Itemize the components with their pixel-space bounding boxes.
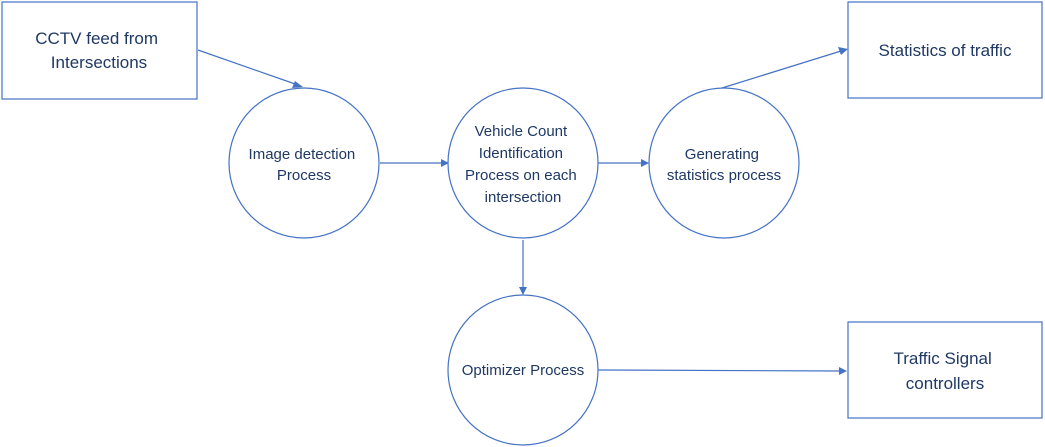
node-image-detection-line-1: Image detection: [249, 146, 356, 163]
node-vehicle-count-line-4: intersection: [485, 189, 562, 206]
node-traffic-signal-controllers-line-1: Traffic Signal: [894, 349, 992, 368]
node-generating-statistics-line-1: Generating: [685, 146, 759, 163]
edges: [197, 47, 848, 375]
node-traffic-signal-controllers: Traffic Signal controllers: [847, 321, 1043, 419]
node-statistics-of-traffic: Statistics of traffic: [847, 1, 1043, 99]
node-image-detection-label: Image detection Process: [249, 146, 360, 184]
node-optimizer: Optimizer Process: [447, 294, 599, 446]
node-image-detection-line-2: Process: [277, 167, 331, 184]
node-statistics-of-traffic-line-1: Statistics of traffic: [879, 41, 1012, 60]
edge-vehicle-count-to-generating-statistics: [598, 159, 649, 167]
node-traffic-signal-controllers-label: Traffic Signal controllers: [894, 349, 997, 393]
node-traffic-signal-controllers-line-2: controllers: [906, 374, 984, 393]
edge-optimizer-to-traffic-signal-controllers: [597, 367, 847, 375]
node-cctv-feed-label: CCTV feed from Intersections: [35, 29, 163, 72]
edge-image-detection-to-vehicle-count: [380, 159, 449, 167]
edge-generating-statistics-to-statistics-of-traffic: [721, 47, 848, 89]
node-vehicle-count-line-2: Identification: [479, 145, 563, 162]
node-cctv-feed-line-2: Intersections: [51, 53, 147, 72]
node-optimizer-label: Optimizer Process: [462, 362, 585, 379]
node-image-detection: Image detection Process: [228, 87, 380, 239]
node-vehicle-count-line-3: Process on each: [465, 167, 577, 184]
node-cctv-feed: CCTV feed from Intersections: [1, 1, 198, 100]
node-statistics-of-traffic-label: Statistics of traffic: [879, 41, 1012, 60]
edge-vehicle-count-to-optimizer: [519, 240, 527, 295]
node-cctv-feed-line-1: CCTV feed from: [35, 29, 158, 48]
edge-cctv-to-image-detection: [197, 49, 303, 88]
node-vehicle-count-line-1: Vehicle Count: [475, 123, 568, 140]
node-generating-statistics-line-2: statistics process: [667, 167, 781, 184]
node-generating-statistics-label: Generating statistics process: [667, 146, 781, 184]
node-optimizer-line-1: Optimizer Process: [462, 362, 585, 379]
node-vehicle-count-label: Vehicle Count Identification Process on …: [465, 123, 581, 206]
node-generating-statistics: Generating statistics process: [648, 87, 800, 239]
node-vehicle-count: Vehicle Count Identification Process on …: [447, 87, 599, 239]
